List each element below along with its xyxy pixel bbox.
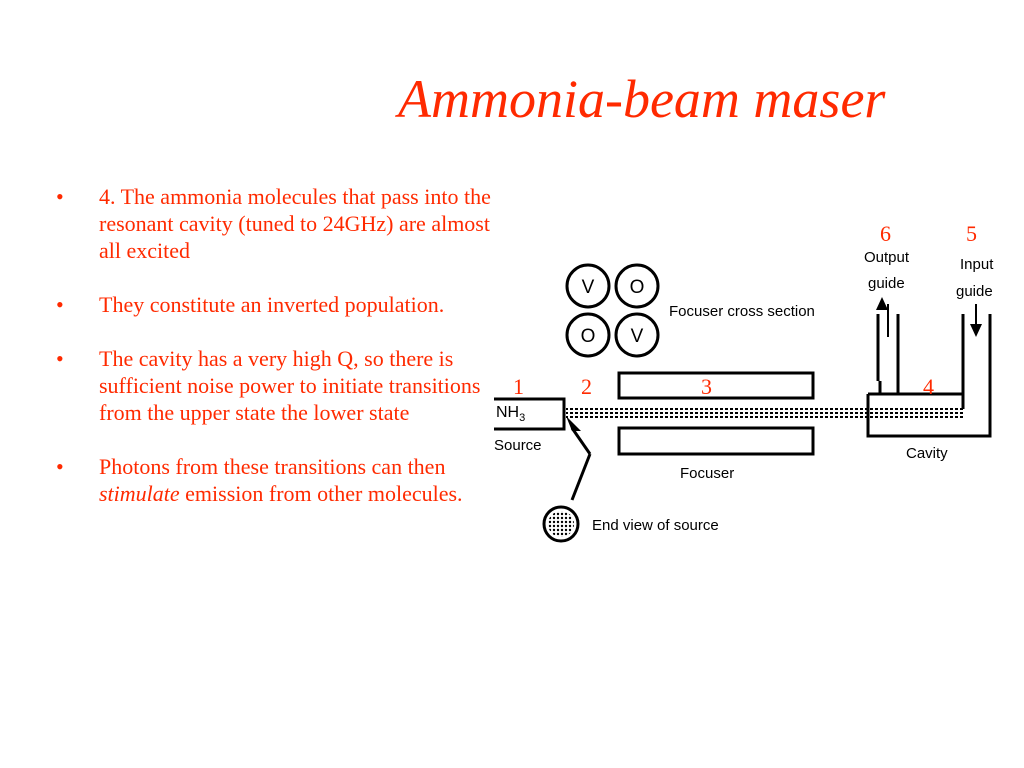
molecular-beam [566, 408, 963, 418]
maser-diagram: V O O V Focuser cross section NH3 Source… [494, 221, 994, 543]
bullet-emphasis: stimulate [99, 481, 180, 506]
cross-section-letter: O [630, 277, 645, 298]
source-pointer-arrowhead [566, 416, 581, 431]
input-arrow-icon [970, 324, 982, 337]
nh3-label: NH3 [496, 404, 525, 424]
bullet-dot: • [56, 346, 64, 371]
end-view-fill [548, 511, 574, 537]
output-arrow-icon [876, 297, 888, 310]
stage-number: 6 [880, 221, 891, 246]
bullet-dot: • [56, 454, 64, 479]
focuser-cross-section-label: Focuser cross section [669, 303, 815, 320]
output-guide-label: Output [864, 249, 910, 266]
cross-section-rod [565, 312, 611, 358]
bullet-text: The cavity has a very high Q, so there i… [99, 346, 481, 425]
bullet-list: • 4. The ammonia molecules that pass into… [56, 183, 502, 534]
cross-section-letter: V [631, 326, 644, 347]
source-pointer-shaft [570, 427, 592, 455]
stage-number: 1 [513, 374, 524, 399]
cross-section-letter: O [581, 326, 596, 347]
stage-number: 2 [581, 374, 592, 399]
cavity-outline [866, 314, 992, 438]
focuser-lower-rod [617, 426, 815, 456]
source-pointer-line [570, 453, 592, 501]
stage-number: 3 [701, 374, 712, 399]
cross-section-rod [614, 312, 660, 358]
output-guide-label: guide [868, 275, 905, 292]
bullet-item: • They constitute an inverted population. [56, 291, 502, 318]
bullet-dot: • [56, 292, 64, 317]
input-guide-label: guide [956, 283, 993, 300]
slide-title: Ammonia-beam maser [398, 69, 886, 129]
stage-number: 5 [966, 221, 977, 246]
bullet-item: • 4. The ammonia molecules that pass into… [56, 183, 502, 264]
focuser-label: Focuser [680, 465, 734, 482]
end-view-circle [542, 505, 580, 543]
cross-section-rod [565, 263, 611, 309]
stage-number: 4 [923, 374, 934, 399]
bullet-text: They constitute an inverted population. [99, 292, 445, 317]
bullet-text-end: emission from other molecules. [179, 481, 463, 506]
bullet-text: Photons from these transitions can then [99, 454, 446, 479]
bullet-text: 4. The ammonia molecules that pass into … [99, 184, 491, 263]
bullet-item: • The cavity has a very high Q, so there … [56, 345, 502, 426]
input-guide-label: Input [960, 256, 994, 273]
cross-section-rod [614, 263, 660, 309]
end-view-label: End view of source [592, 517, 719, 534]
source-label: Source [494, 437, 542, 454]
focuser-upper-rod [617, 371, 815, 400]
cross-section-letter: V [582, 277, 595, 298]
source-nozzle [494, 397, 566, 431]
cavity-label: Cavity [906, 445, 948, 462]
bullet-dot: • [56, 184, 64, 209]
bullet-item: • Photons from these transitions can then… [56, 453, 502, 507]
